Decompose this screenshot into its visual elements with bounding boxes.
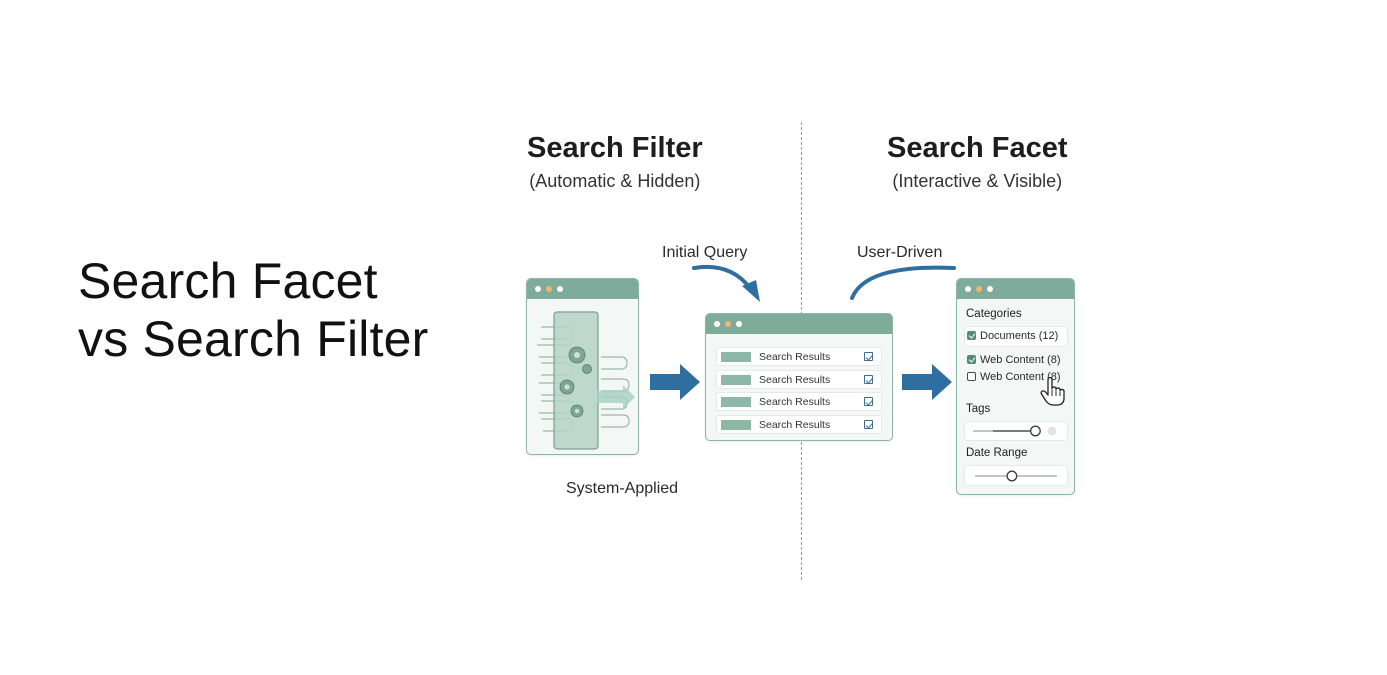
category-option-web-content-unchecked[interactable]: Web Content (8) xyxy=(967,371,1061,383)
categories-heading: Categories xyxy=(966,308,1022,320)
result-thumbnail xyxy=(721,396,751,407)
result-thumbnail xyxy=(721,351,751,362)
main-title-line-1: Search Facet xyxy=(78,253,378,309)
window-dot-icon xyxy=(535,286,541,292)
edit-check-icon[interactable] xyxy=(864,375,873,384)
main-title: Search Facet vs Search Filter xyxy=(78,252,429,368)
filter-section-subtitle: (Automatic & Hidden) xyxy=(529,171,701,191)
initial-query-label: Initial Query xyxy=(662,244,748,261)
checkbox-checked-icon[interactable] xyxy=(967,331,976,340)
result-thumbnail xyxy=(721,374,751,385)
search-result-label: Search Results xyxy=(759,418,831,431)
search-result-label: Search Results xyxy=(759,395,831,408)
facet-window-titlebar xyxy=(957,279,1074,299)
tags-heading: Tags xyxy=(966,403,991,415)
category-option-label: Web Content (8) xyxy=(980,371,1061,383)
search-result-row[interactable]: Search Results xyxy=(716,370,882,389)
date-range-slider[interactable] xyxy=(971,468,1063,484)
window-dot-icon xyxy=(557,286,563,292)
facet-section-subtitle: (Interactive & Visible) xyxy=(892,171,1063,191)
tags-slider-end-dot-icon xyxy=(1047,426,1057,436)
date-range-heading: Date Range xyxy=(966,447,1028,459)
flow-arrow-right-icon xyxy=(650,364,700,400)
filter-section-header: Search Filter (Automatic & Hidden) xyxy=(527,131,703,193)
window-dot-icon xyxy=(987,286,993,292)
category-option-pill xyxy=(964,326,1068,347)
user-driven-curved-arrow xyxy=(850,265,956,300)
facet-section-header: Search Facet (Interactive & Visible) xyxy=(887,131,1068,193)
window-dot-icon xyxy=(965,286,971,292)
date-range-slider-handle[interactable] xyxy=(1006,470,1018,482)
flow-arrow-right-icon xyxy=(902,364,952,400)
window-dot-icon xyxy=(546,286,552,292)
category-option-label: Documents (12) xyxy=(980,330,1059,342)
window-dot-icon xyxy=(736,321,742,327)
search-result-row[interactable]: Search Results xyxy=(716,392,882,411)
hand-pointer-icon xyxy=(1040,376,1065,406)
edit-check-icon[interactable] xyxy=(864,397,873,406)
window-dot-icon xyxy=(725,321,731,327)
filter-mechanism-illustration xyxy=(537,311,635,450)
category-option-documents[interactable]: Documents (12) xyxy=(967,330,1058,342)
search-result-row[interactable]: Search Results xyxy=(716,347,882,366)
search-result-label: Search Results xyxy=(759,373,831,386)
result-thumbnail xyxy=(721,419,751,430)
filter-window-titlebar xyxy=(527,279,638,299)
initial-query-curved-arrow xyxy=(692,264,760,302)
system-applied-label: System-Applied xyxy=(566,480,679,497)
facet-section-title: Search Facet xyxy=(887,132,1068,164)
facet-panel-window: Categories Documents (12) Web Content (8… xyxy=(956,278,1075,495)
tags-slider[interactable] xyxy=(971,423,1069,439)
edit-check-icon[interactable] xyxy=(864,420,873,429)
search-results-window: Search Results Search Results Search Res… xyxy=(705,313,893,441)
filter-process-window xyxy=(526,278,639,455)
category-option-label: Web Content (8) xyxy=(980,354,1061,366)
tags-slider-handle[interactable] xyxy=(1029,425,1041,437)
search-result-row[interactable]: Search Results xyxy=(716,415,882,434)
results-window-titlebar xyxy=(706,314,892,334)
window-dot-icon xyxy=(976,286,982,292)
user-driven-label: User-Driven xyxy=(857,244,943,261)
checkbox-unchecked-icon[interactable] xyxy=(967,372,976,381)
filter-section-title: Search Filter xyxy=(527,132,703,164)
category-option-web-content[interactable]: Web Content (8) xyxy=(967,354,1061,366)
checkbox-checked-icon[interactable] xyxy=(967,355,976,364)
search-result-label: Search Results xyxy=(759,350,831,363)
window-dot-icon xyxy=(714,321,720,327)
main-title-line-2: vs Search Filter xyxy=(78,311,429,367)
edit-check-icon[interactable] xyxy=(864,352,873,361)
